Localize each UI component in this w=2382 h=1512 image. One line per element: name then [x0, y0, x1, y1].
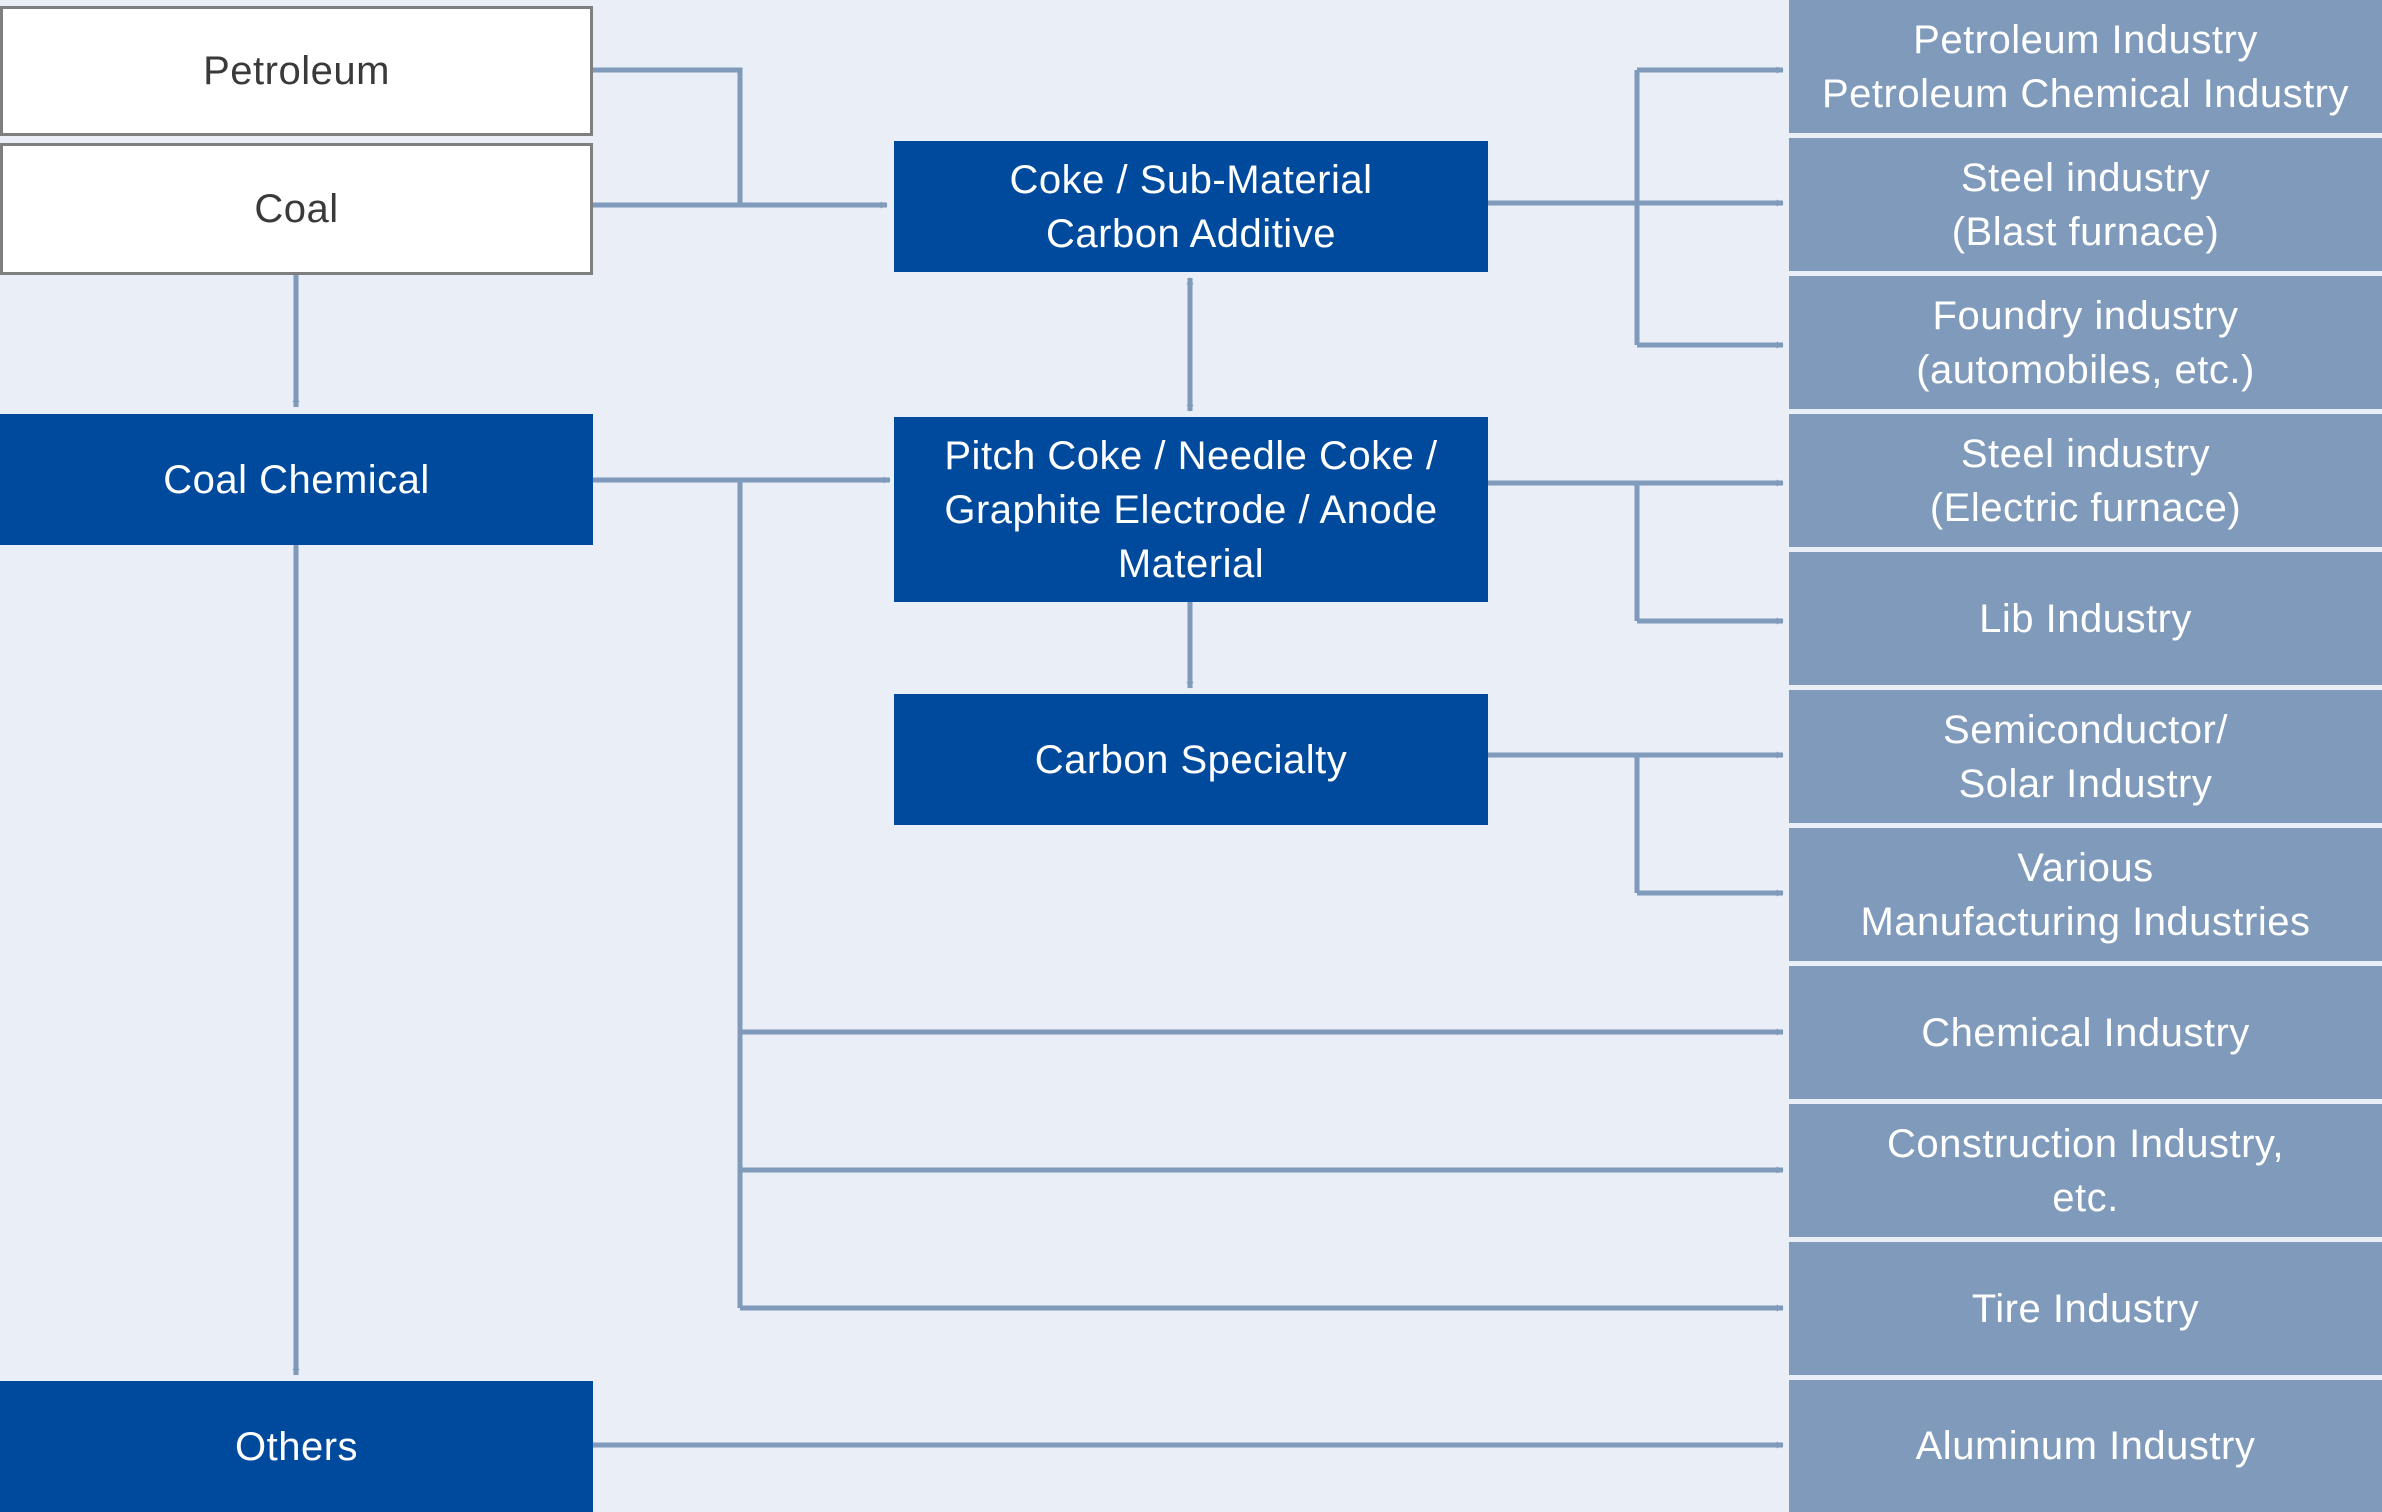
industry-foundry: Foundry industry (automobiles, etc.): [1789, 276, 2382, 409]
carbon-specialty-box: Carbon Specialty: [894, 694, 1488, 825]
coke-label: Coke / Sub-Material Carbon Additive: [1009, 157, 1373, 256]
industry-label: Aluminum Industry: [1915, 1424, 2256, 1468]
others-box: Others: [0, 1381, 593, 1512]
industry-construction: Construction Industry, etc.: [1789, 1104, 2382, 1237]
coal-box: Coal: [0, 143, 593, 275]
coal-chemical-box: Coal Chemical: [0, 414, 593, 545]
industry-tire: Tire Industry: [1789, 1242, 2382, 1375]
coke-box: Coke / Sub-Material Carbon Additive: [894, 141, 1488, 272]
industry-steel-blast-furnace: Steel industry (Blast furnace): [1789, 138, 2382, 271]
petroleum-label: Petroleum: [203, 49, 390, 93]
industry-various-manufacturing: Various Manufacturing Industries: [1789, 828, 2382, 961]
connector-petroleum-to-coke: [592, 67, 743, 205]
industry-label: Lib Industry: [1979, 596, 2192, 641]
industry-steel-electric-furnace: Steel industry (Electric furnace): [1789, 414, 2382, 547]
industry-label: Chemical Industry: [1921, 1010, 2250, 1055]
petroleum-box: Petroleum: [0, 6, 593, 136]
carbon-specialty-label: Carbon Specialty: [1034, 737, 1348, 782]
industry-label: Foundry industry (automobiles, etc.): [1916, 293, 2255, 392]
pitch-coke-box: Pitch Coke / Needle Coke / Graphite Elec…: [894, 417, 1488, 602]
coal-label: Coal: [254, 187, 339, 231]
coal-chemical-label: Coal Chemical: [163, 457, 430, 502]
industry-petroleum: Petroleum Industry Petroleum Chemical In…: [1789, 0, 2382, 133]
pitch-coke-label: Pitch Coke / Needle Coke / Graphite Elec…: [944, 433, 1438, 586]
industry-aluminum: Aluminum Industry: [1789, 1380, 2382, 1512]
industry-chemical: Chemical Industry: [1789, 966, 2382, 1099]
industry-label: Tire Industry: [1971, 1286, 2200, 1331]
industry-label: Steel industry (Electric furnace): [1929, 431, 2242, 530]
industry-label: Semiconductor/ Solar Industry: [1943, 707, 2228, 806]
others-label: Others: [234, 1424, 359, 1469]
industry-label: Construction Industry, etc.: [1886, 1121, 2285, 1220]
industry-label: Petroleum Industry Petroleum Chemical In…: [1821, 17, 2350, 116]
industry-lib: Lib Industry: [1789, 552, 2382, 685]
connector-pitch-out: [1487, 480, 1640, 621]
industry-label: Steel industry (Blast furnace): [1951, 155, 2220, 254]
industry-semiconductor-solar: Semiconductor/ Solar Industry: [1789, 690, 2382, 823]
connector-specialty-out: [1487, 752, 1640, 893]
industry-label: Various Manufacturing Industries: [1860, 845, 2311, 944]
